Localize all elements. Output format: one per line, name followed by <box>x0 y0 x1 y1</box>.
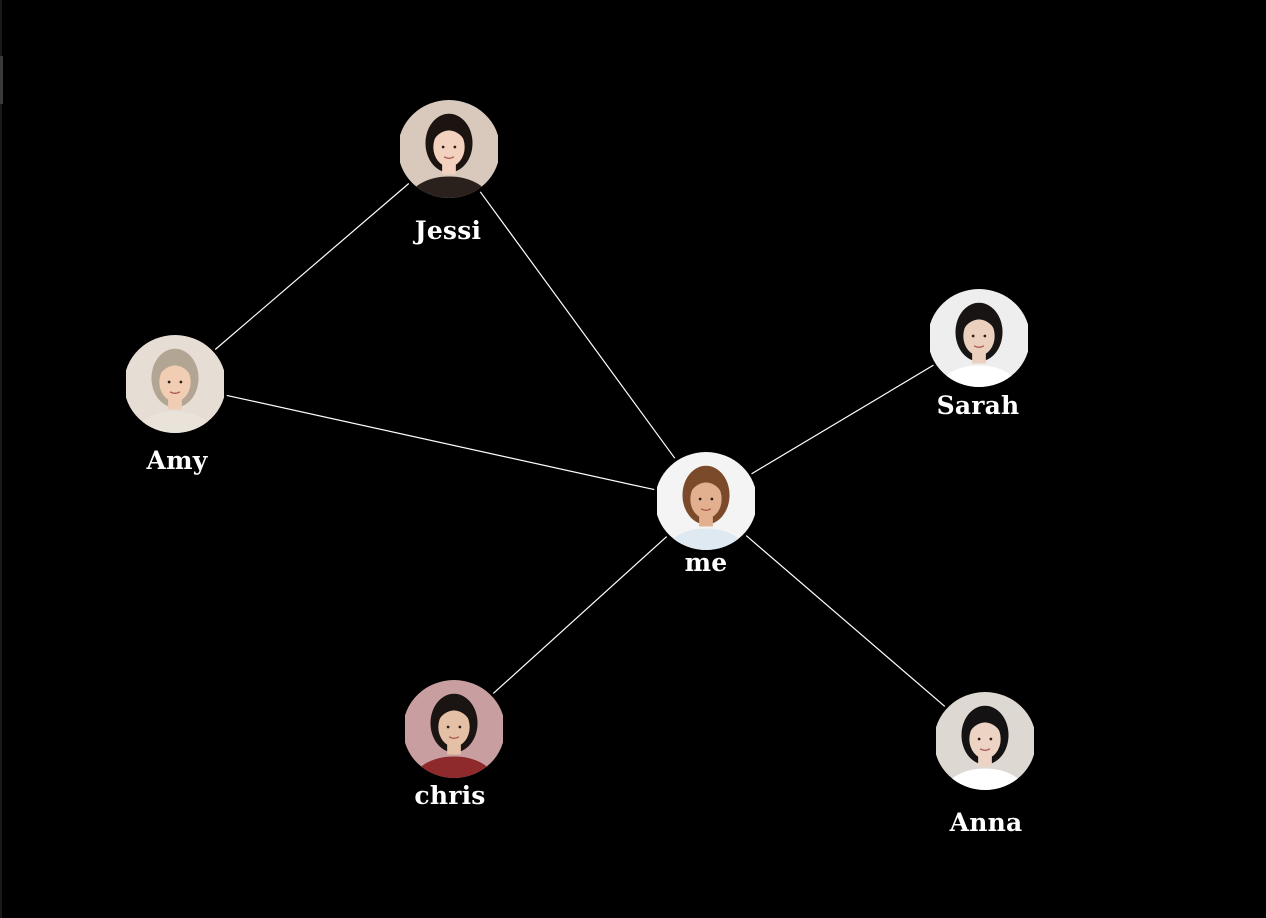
node-label-me: me <box>684 548 728 577</box>
node-label-chris: chris <box>414 781 486 810</box>
edge-amy-me <box>226 394 655 491</box>
woman-blonde-hair-portrait-icon <box>126 335 224 433</box>
avatar-chris[interactable] <box>403 680 505 778</box>
avatar-anna[interactable] <box>934 692 1036 790</box>
woman-short-black-hair-portrait-icon <box>936 692 1034 790</box>
man-smiling-portrait-icon <box>657 452 755 550</box>
window-edge-handle <box>0 56 3 104</box>
node-label-jessi: Jessi <box>414 216 482 245</box>
edge-me-anna <box>745 535 946 707</box>
edge-jessi-amy <box>214 183 410 350</box>
node-label-sarah: Sarah <box>936 391 1020 420</box>
woman-black-bob-portrait-icon <box>930 289 1028 387</box>
avatar-amy[interactable] <box>124 335 226 433</box>
avatar-sarah[interactable] <box>928 289 1030 387</box>
node-label-amy: Amy <box>146 446 208 475</box>
avatar-me[interactable] <box>655 452 757 550</box>
man-short-dark-hair-portrait-icon <box>405 680 503 778</box>
edge-me-sarah <box>751 364 934 475</box>
edge-me-chris <box>492 536 668 694</box>
avatar-jessi[interactable] <box>398 100 500 198</box>
woman-long-black-hair-portrait-icon <box>400 100 498 198</box>
edge-jessi-me <box>479 191 676 459</box>
node-label-anna: Anna <box>949 808 1023 837</box>
window-left-border <box>0 0 2 918</box>
